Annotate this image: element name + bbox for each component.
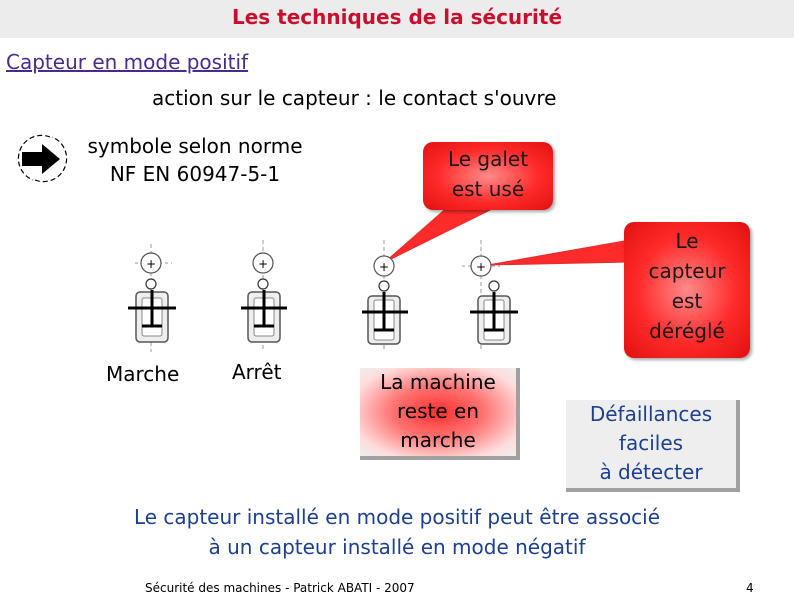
outcome-machine-line3: marche [400,428,476,452]
outcome-machine-line1: La machine [380,370,496,394]
outcome-defaillances-line1: Défaillances [589,402,713,426]
callout-galet-line2: est usé [451,177,525,201]
action-text: action sur le capteur : le contact s'ouv… [152,86,557,110]
label-marche: Marche [106,362,180,386]
svg-text:+: + [146,257,156,271]
callout-capteur-line3: est [671,289,703,313]
outcome-defaillances-box: Défaillances faciles à détecter [566,400,740,492]
subtitle-link[interactable]: Capteur en mode positif [6,50,249,74]
callout-capteur-line4: déréglé [649,319,725,343]
svg-text:+: + [258,257,268,271]
outcome-defaillances-line3: à détecter [599,460,703,484]
callout-capteur-line1: Le [675,229,699,253]
page-number: 4 [746,581,754,595]
galet-callout-pointer [384,204,501,263]
conclusion-line2: à un capteur installé en mode négatif [208,535,586,559]
switch-marche: + [128,244,176,352]
label-arret: Arrêt [232,360,282,384]
switch-arret: + [241,240,287,352]
symbol-caption-line1: symbole selon norme [87,134,303,158]
conclusion-line1: Le capteur installé en mode positif peut… [133,505,661,529]
footer-text: Sécurité des machines - Patrick ABATI - … [145,581,415,595]
switch-worn-roller: + [362,240,408,352]
capteur-callout-pointer [487,239,631,266]
symbol-caption: symbole selon norme NF EN 60947-5-1 [60,132,330,188]
svg-text:+: + [476,260,486,274]
svg-text:+: + [379,260,389,274]
callout-capteur-line2: capteur [648,259,726,283]
outcome-defaillances-line2: faciles [618,431,684,455]
positive-mode-arrow-icon [17,134,68,183]
switch-misadjusted: + [462,240,518,352]
symbol-caption-line2: NF EN 60947-5-1 [109,162,281,186]
callout-galet: Le galet est usé [423,142,553,210]
title-bar [0,0,794,38]
outcome-machine-box: La machine reste en marche [360,368,520,460]
callout-capteur: Le capteur est déréglé [624,222,750,358]
page-title: Les techniques de la sécurité [231,5,563,29]
callout-galet-line1: Le galet [447,147,529,171]
outcome-machine-line2: reste en [397,399,479,423]
conclusion: Le capteur installé en mode positif peut… [0,502,794,562]
